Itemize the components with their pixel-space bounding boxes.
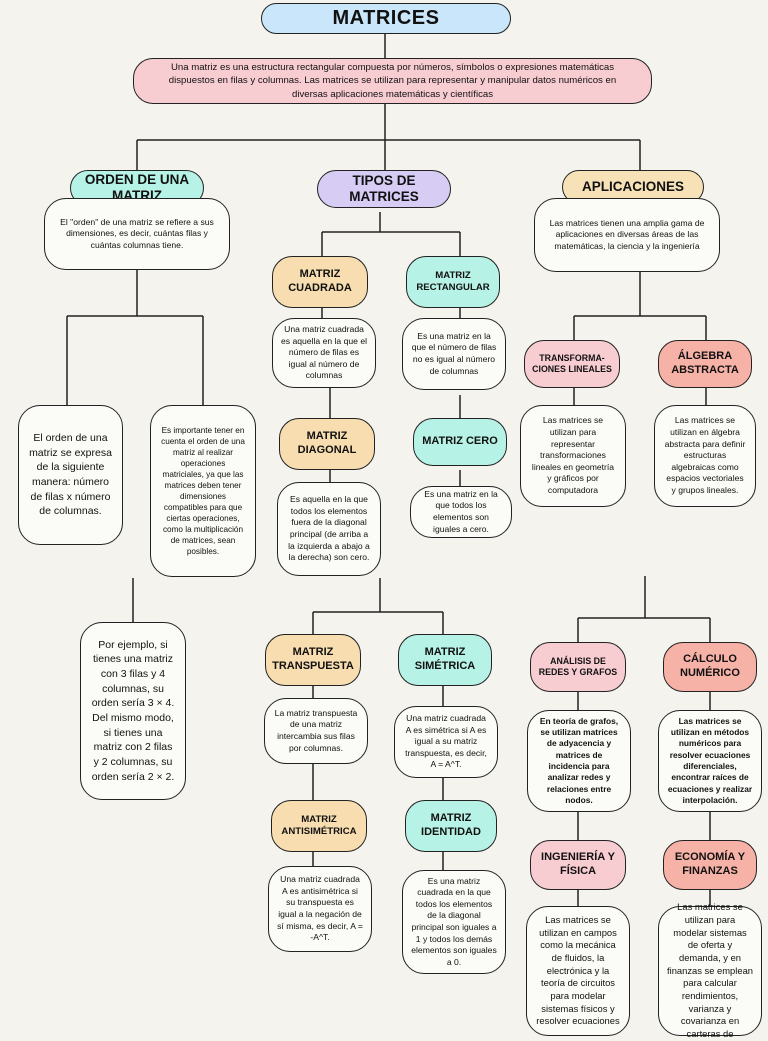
matriz-cuadrada-desc: Una matriz cuadrada es aquella en la que…: [272, 318, 376, 388]
orden-expresa: El orden de una matriz se expresa de la …: [18, 405, 123, 545]
tipos-node: TIPOS DE MATRICES: [317, 170, 451, 208]
economia-node: ECONOMÍA Y FINANZAS: [663, 840, 757, 890]
redes-node: ANÁLISIS DE REDES Y GRAFOS: [530, 642, 626, 692]
page-title: MATRICES: [261, 3, 511, 34]
orden-ejemplo: Por ejemplo, si tienes una matriz con 3 …: [80, 622, 186, 800]
matriz-identidad-node: MATRIZ IDENTIDAD: [405, 800, 497, 852]
matriz-cero-desc: Es una matriz en la que todos los elemen…: [410, 486, 512, 538]
orden-importante: Es importante tener en cuenta el orden d…: [150, 405, 256, 577]
matriz-simetrica-desc: Una matriz cuadrada A es simétrica si A …: [394, 706, 498, 778]
matriz-diagonal-desc: Es aquella en la que todos los elementos…: [277, 482, 381, 576]
aplicaciones-desc: Las matrices tienen una amplia gama de a…: [534, 198, 720, 272]
transformaciones-desc: Las matrices se utilizan para representa…: [520, 405, 626, 507]
calculo-desc: Las matrices se utilizan en métodos numé…: [658, 710, 762, 812]
matriz-cero-node: MATRIZ CERO: [413, 418, 507, 466]
matriz-rectangular-desc: Es una matriz en la que el número de fil…: [402, 318, 506, 390]
orden-desc: El "orden" de una matriz se refiere a su…: [44, 198, 230, 270]
economia-desc: Las matrices se utilizan para modelar si…: [658, 901, 762, 1039]
definition-box: Una matriz es una estructura rectangular…: [133, 58, 652, 104]
matriz-cuadrada-node: MATRIZ CUADRADA: [272, 256, 368, 308]
ingenieria-node: INGENIERÍA Y FÍSICA: [530, 840, 626, 890]
matriz-identidad-desc: Es una matriz cuadrada en la que todos l…: [402, 870, 506, 974]
calculo-node: CÁLCULO NUMÉRICO: [663, 642, 757, 692]
matriz-transpuesta-node: MATRIZ TRANSPUESTA: [265, 634, 361, 686]
matriz-antisimetrica-node: MATRIZ ANTISIMÉTRICA: [271, 800, 367, 852]
matriz-antisimetrica-desc: Una matriz cuadrada A es antisimétrica s…: [268, 866, 372, 952]
matriz-simetrica-node: MATRIZ SIMÉTRICA: [398, 634, 492, 686]
redes-desc: En teoría de grafos, se utilizan matrice…: [527, 710, 631, 812]
algebra-node: ÁLGEBRA ABSTRACTA: [658, 340, 752, 388]
ingenieria-desc: Las matrices se utilizan en campos como …: [526, 906, 630, 1036]
matriz-diagonal-node: MATRIZ DIAGONAL: [279, 418, 375, 470]
transformaciones-node: TRANSFORMA-CIONES LINEALES: [524, 340, 620, 388]
algebra-desc: Las matrices se utilizan en álgebra abst…: [654, 405, 756, 507]
matriz-transpuesta-desc: La matriz transpuesta de una matriz inte…: [264, 698, 368, 764]
matriz-rectangular-node: MATRIZ RECTANGULAR: [406, 256, 500, 308]
